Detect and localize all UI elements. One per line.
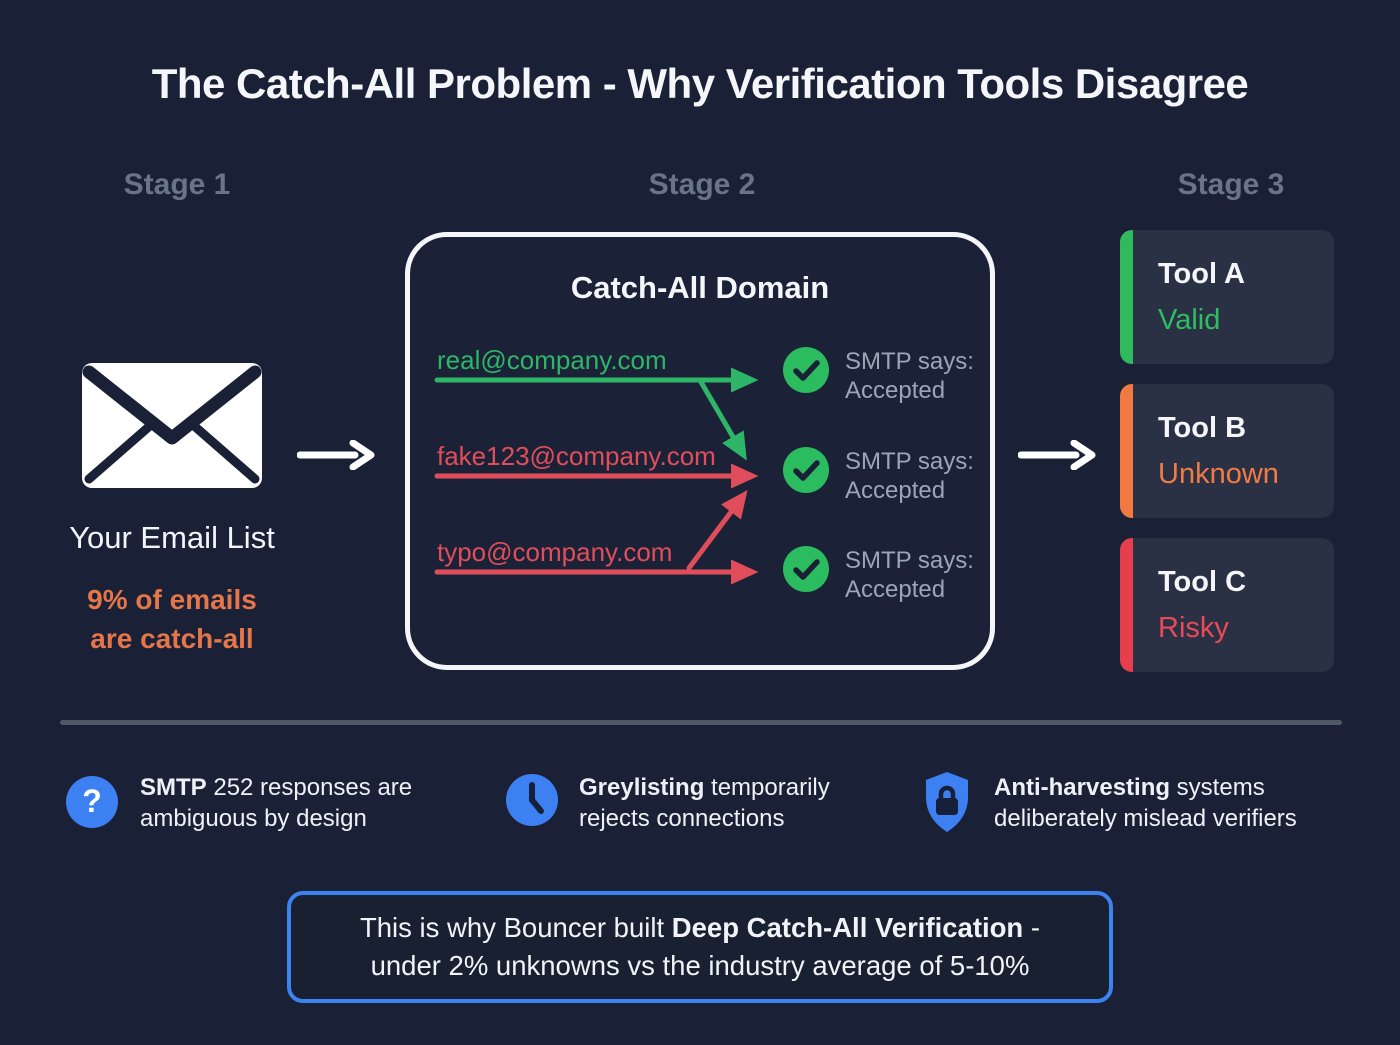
smtp-response-3: SMTP says: Accepted	[845, 546, 974, 604]
tool-c-name: Tool C	[1158, 566, 1247, 598]
tool-a-name: Tool A	[1158, 258, 1245, 290]
arrow-right-icon	[1018, 440, 1096, 470]
tool-a-card: Tool A Valid	[1120, 230, 1334, 364]
catchall-stat: 9% of emails are catch-all	[22, 580, 322, 658]
tool-b-status: Unknown	[1158, 458, 1279, 490]
page-title: The Catch-All Problem - Why Verification…	[151, 60, 1249, 107]
tool-a-status: Valid	[1158, 304, 1221, 336]
domain-box-title: Catch-All Domain	[570, 270, 830, 305]
clock-icon	[506, 774, 558, 826]
smtp-accepted-label: Accepted	[845, 377, 946, 404]
stage-3-label: Stage 3	[1177, 168, 1285, 201]
check-circle-icon	[783, 347, 829, 393]
arrow-real-to-check2	[698, 379, 747, 461]
arrow-right-icon	[297, 440, 375, 470]
stage-2-label: Stage 2	[648, 168, 756, 201]
tool-c-card: Tool C Risky	[1120, 538, 1334, 672]
check-circle-icon	[783, 546, 829, 592]
check-circle-icon	[783, 447, 829, 493]
smtp-says-label: SMTP says:	[845, 547, 974, 574]
tool-c-status: Risky	[1158, 612, 1229, 644]
fact-anti-harvesting-keyword: Anti-harvesting	[994, 774, 1171, 801]
tool-b-name: Tool B	[1158, 412, 1247, 444]
question-icon: ?	[66, 776, 118, 828]
smtp-says-label: SMTP says:	[845, 348, 974, 375]
fact-greylisting-text: temporarily rejects connections	[579, 774, 830, 832]
smtp-accepted-label: Accepted	[845, 477, 946, 504]
tool-a-accent-bar	[1120, 230, 1133, 364]
smtp-says-label: SMTP says:	[845, 448, 974, 475]
callout-line-1: This is why Bouncer built Deep Catch-All…	[359, 912, 1041, 943]
bouncer-callout: This is why Bouncer built Deep Catch-All…	[287, 891, 1113, 1003]
email-address-fake: fake123@company.com	[437, 441, 716, 471]
tool-b-accent-bar	[1120, 384, 1133, 518]
fact-smtp-keyword: SMTP	[140, 774, 207, 801]
smtp-arrows-layer	[434, 367, 759, 585]
tool-c-accent-bar	[1120, 538, 1133, 672]
tool-b-card: Tool B Unknown	[1120, 384, 1334, 518]
fact-greylisting-keyword: Greylisting	[579, 774, 705, 801]
catch-all-domain-box: Catch-All Domain real@company.com fake12…	[405, 232, 995, 670]
stage-1-label: Stage 1	[123, 168, 231, 201]
smtp-response-1: SMTP says: Accepted	[845, 347, 974, 405]
fact-smtp: SMTP 252 responses are ambiguous by desi…	[140, 772, 440, 834]
fact-anti-harvesting: Anti-harvesting systems deliberately mis…	[994, 772, 1354, 834]
catchall-stat-line1: 9% of emails	[87, 584, 257, 615]
fact-smtp-text: 252 responses are ambiguous by design	[140, 774, 413, 832]
email-address-typo: typo@company.com	[437, 537, 673, 567]
smtp-accepted-label: Accepted	[845, 576, 946, 603]
callout-line-2: under 2% unknowns vs the industry averag…	[370, 950, 1030, 981]
shield-lock-icon	[926, 772, 968, 832]
fact-greylisting: Greylisting temporarily rejects connecti…	[579, 772, 869, 834]
email-address-real: real@company.com	[437, 345, 667, 375]
email-list-caption: Your Email List	[69, 520, 275, 555]
smtp-response-2: SMTP says: Accepted	[845, 447, 974, 505]
fact-anti-harvesting-text: systems deliberately mislead verifiers	[994, 774, 1297, 832]
arrow-typo-to-check2	[686, 490, 748, 571]
section-divider	[60, 720, 1342, 725]
email-envelope-icon	[82, 363, 262, 488]
callout-highlight: Deep Catch-All Verification	[671, 912, 1024, 943]
catchall-stat-line2: are catch-all	[90, 623, 254, 654]
